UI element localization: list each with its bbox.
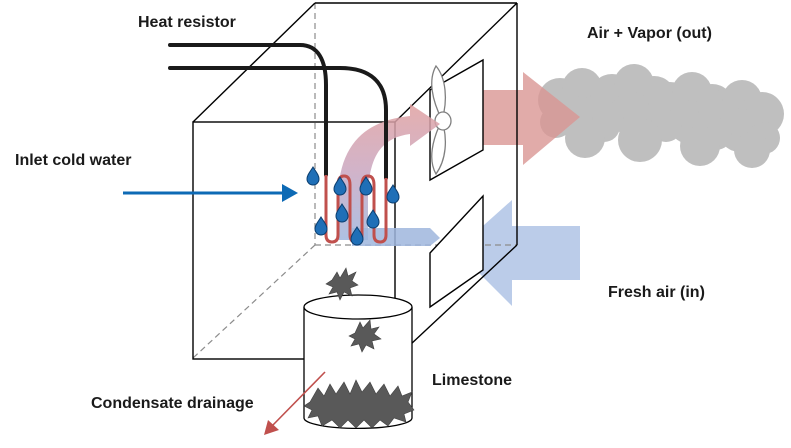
air-out-arrow (456, 72, 580, 165)
drainage-arrow (264, 371, 326, 435)
label-heat-resistor: Heat resistor (138, 14, 236, 31)
fresh-air-in-arrow (456, 200, 580, 306)
internal-airflow-arrow (338, 104, 440, 240)
heat-resistor-cables (168, 43, 388, 180)
fan-icon (431, 64, 452, 176)
vapor-cloud-icon (538, 64, 784, 168)
label-inlet-cold-water: Inlet cold water (15, 152, 131, 169)
label-air-vapor-out: Air + Vapor (out) (587, 25, 712, 42)
internal-airflow-tail (352, 228, 440, 246)
limestone-icon (303, 267, 415, 429)
label-condensate-drainage: Condensate drainage (91, 395, 254, 412)
label-limestone: Limestone (432, 372, 512, 389)
inlet-water-arrow (123, 184, 298, 202)
label-fresh-air-in: Fresh air (in) (608, 284, 705, 301)
